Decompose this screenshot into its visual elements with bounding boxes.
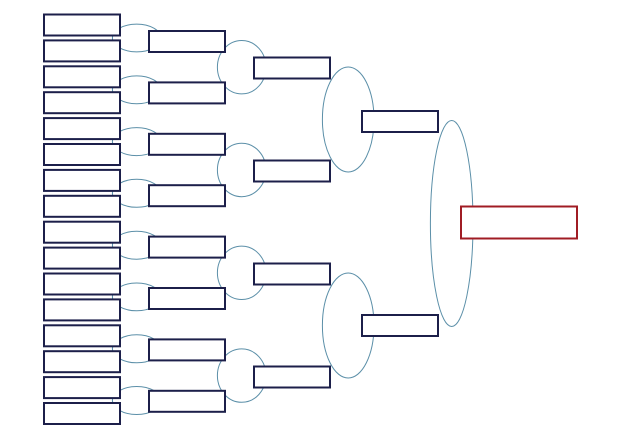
round-1-slot-14 bbox=[43, 350, 121, 374]
round-1-slot-10 bbox=[43, 246, 121, 270]
round-1-slot-8 bbox=[43, 194, 121, 218]
round-1-slot-5 bbox=[43, 117, 121, 141]
round-1-slot-9 bbox=[43, 220, 121, 244]
round-1-slot-3 bbox=[43, 65, 121, 89]
round-4-slot-2 bbox=[361, 314, 439, 337]
round-1-slot-1 bbox=[43, 13, 121, 37]
round-1-slot-6 bbox=[43, 143, 121, 166]
round-1-slot-11 bbox=[43, 272, 121, 296]
round-2-slot-1 bbox=[148, 30, 226, 53]
round-1-slot-16 bbox=[43, 402, 121, 425]
round-2-slot-2 bbox=[148, 81, 226, 105]
round-3-slot-2 bbox=[253, 159, 331, 183]
round-1-slot-7 bbox=[43, 168, 121, 192]
round-3-slot-3 bbox=[253, 262, 331, 286]
round-1-slot-13 bbox=[43, 324, 121, 348]
round-1-slot-12 bbox=[43, 298, 121, 322]
round-2-slot-6 bbox=[148, 287, 226, 310]
round-2-slot-5 bbox=[148, 235, 226, 259]
round-1-slot-2 bbox=[43, 39, 121, 63]
champion-slot bbox=[460, 205, 578, 240]
round-2-slot-8 bbox=[148, 389, 226, 413]
round-1-slot-15 bbox=[43, 376, 121, 400]
round-2-slot-4 bbox=[148, 184, 226, 208]
slot-layer bbox=[43, 13, 578, 425]
round-3-slot-4 bbox=[253, 365, 331, 389]
round-2-slot-3 bbox=[148, 132, 226, 156]
round-4-slot-1 bbox=[361, 110, 439, 133]
round-1-slot-4 bbox=[43, 91, 121, 115]
round-2-slot-7 bbox=[148, 338, 226, 362]
round-3-slot-1 bbox=[253, 56, 331, 80]
